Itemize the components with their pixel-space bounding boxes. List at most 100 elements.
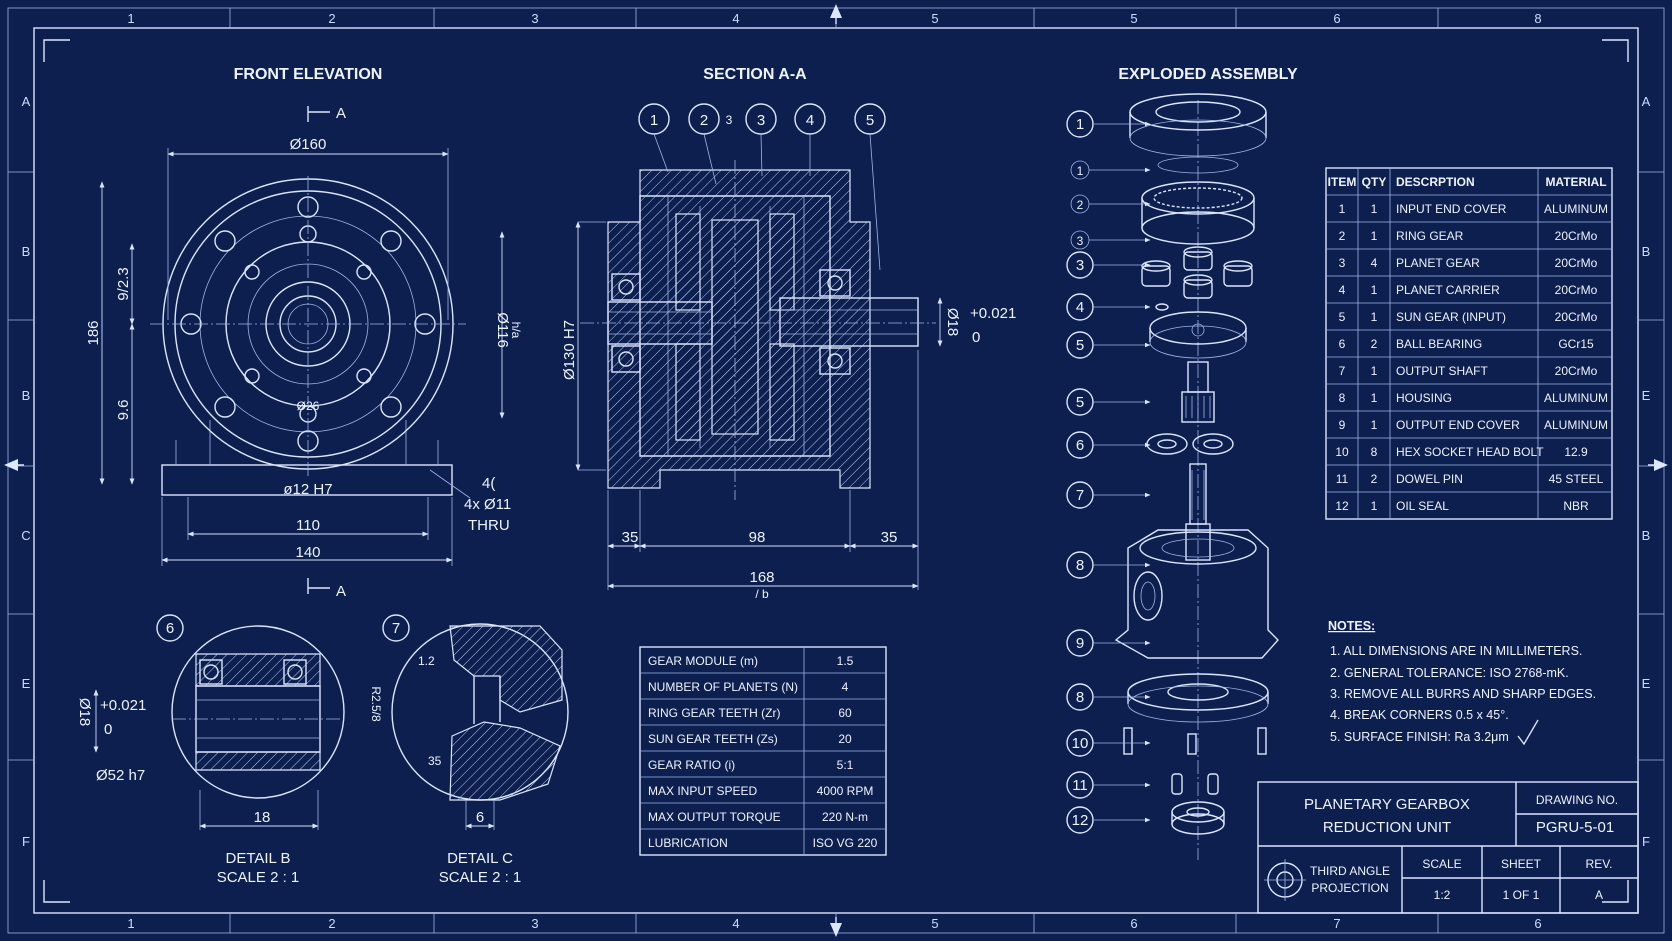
bom-cell: 8: [1371, 445, 1378, 459]
notes-block: NOTES: 1. ALL DIMENSIONS ARE IN MILLIMET…: [1328, 619, 1596, 746]
zone-left-2: B: [22, 244, 31, 259]
bom-cell: HOUSING: [1396, 391, 1452, 405]
dim-detail-c-depth: R2.5/8: [369, 686, 383, 722]
bom-cell: 20CrMo: [1555, 229, 1598, 243]
dim-section-shaft: Ø18: [944, 308, 961, 336]
bom-cell: 10: [1335, 445, 1349, 459]
bom-cell: HEX SOCKET HEAD BOLT: [1396, 445, 1544, 459]
spec-value: 4: [842, 680, 849, 694]
zone-bottom-8: 6: [1534, 916, 1541, 931]
projection-line-2: PROJECTION: [1311, 881, 1388, 895]
bom-header-2: DESCRPTION: [1396, 175, 1475, 189]
front-elevation-view: FRONT ELEVATION A A: [85, 66, 523, 600]
exploded-title: EXPLODED ASSEMBLY: [1118, 66, 1298, 83]
dim-front-holes-top: 4(: [482, 475, 495, 492]
zone-left-4: C: [21, 528, 30, 543]
section-marker-bottom: A: [307, 578, 346, 600]
spec-label: GEAR MODULE (m): [648, 654, 758, 668]
exploded-balloon-6: 4: [1076, 299, 1084, 316]
section-balloon-5: 5: [866, 112, 874, 129]
surface-finish-icon: [1517, 719, 1539, 746]
bom-cell: 1: [1371, 418, 1378, 432]
bom-cell: 3: [1339, 256, 1346, 270]
dim-detail-c-width: 6: [476, 809, 484, 826]
bom-header-0: ITEM: [1328, 175, 1357, 189]
detail-c-scale: SCALE 2 : 1: [439, 869, 522, 886]
zone-top-7: 6: [1333, 11, 1340, 26]
zone-right-5: E: [1642, 676, 1651, 691]
zone-top-2: 2: [328, 11, 335, 26]
section-title: SECTION A-A: [703, 66, 807, 83]
zone-top-1: 1: [127, 11, 134, 26]
front-elevation-title: FRONT ELEVATION: [234, 66, 383, 83]
bom-cell: 9: [1339, 418, 1346, 432]
zone-right-6: F: [1642, 834, 1650, 849]
bom-cell: 20CrMo: [1555, 364, 1598, 378]
bill-of-materials: ITEM QTY DESCRPTION MATERIAL 1 1 INPUT END COV…: [1325, 167, 1613, 520]
dim-front-top: Ø160: [290, 136, 327, 153]
dim-section-left: 35: [622, 529, 639, 546]
dim-section-overall: 168: [749, 569, 774, 586]
sheet-value: 1 OF 1: [1503, 888, 1540, 902]
dim-front-base-inner: 110: [296, 517, 320, 534]
section-balloon-3: 3: [757, 112, 765, 129]
exploded-balloon-13: 8: [1076, 689, 1084, 706]
bom-cell: ALUMINUM: [1544, 418, 1608, 432]
exploded-balloon-2: 1: [1077, 164, 1084, 178]
zone-bottom-4: 4: [732, 916, 739, 931]
drawing-no: PGRU-5-01: [1536, 819, 1614, 836]
bom-cell: DOWEL PIN: [1396, 472, 1463, 486]
bom-cell: PLANET GEAR: [1396, 256, 1480, 270]
bom-cell: INPUT END COVER: [1396, 202, 1507, 216]
dim-detail-c-mark: 35: [428, 754, 442, 768]
spec-value: 220 N-m: [822, 810, 868, 824]
dim-front-holes-thru: THRU: [468, 517, 510, 534]
bom-cell: OUTPUT SHAFT: [1396, 364, 1488, 378]
exploded-balloon-3: 2: [1077, 198, 1084, 212]
spec-label: MAX INPUT SPEED: [648, 784, 757, 798]
note-1: 1. ALL DIMENSIONS ARE IN MILLIMETERS.: [1330, 644, 1582, 658]
spec-value: 5:1: [837, 758, 854, 772]
bom-cell: 8: [1339, 391, 1346, 405]
exploded-assembly-view: EXPLODED ASSEMBLY: [1066, 66, 1298, 860]
zone-bottom-5: 5: [931, 916, 938, 931]
zone-top-6: 5: [1130, 11, 1137, 26]
section-balloon-2b: 3: [726, 113, 733, 127]
section-balloons: 1 2 3 3 4 5: [638, 103, 886, 271]
exploded-balloon-9: 6: [1076, 437, 1084, 454]
bom-cell: 4: [1339, 283, 1346, 297]
section-view: SECTION A-A 1 2 3 3 4 5: [561, 66, 1016, 601]
bom-cell: 12.9: [1564, 445, 1588, 459]
detail-b-scale: SCALE 2 : 1: [217, 869, 300, 886]
bom-cell: OUTPUT END COVER: [1396, 418, 1520, 432]
scale-label: SCALE: [1422, 857, 1461, 871]
zone-right-3: E: [1642, 388, 1651, 403]
bom-cell: 1: [1371, 499, 1378, 513]
dim-front-base-outer: 140: [295, 544, 320, 561]
spec-label: GEAR RATIO (i): [648, 758, 735, 772]
zone-top-5: 5: [931, 11, 938, 26]
dim-section-bore: Ø130 H7: [561, 320, 578, 380]
title-block: PLANETARY GEARBOX REDUCTION UNIT DRAWING…: [1257, 781, 1639, 914]
exploded-balloon-12: 9: [1076, 635, 1084, 652]
detail-c-view: 7 1.2 R2.5/8 35 6 DETAIL C SCALE 2 : 1: [369, 614, 569, 886]
zone-bottom-6: 6: [1130, 916, 1137, 931]
note-5: 5. SURFACE FINISH: Ra 3.2μm: [1330, 730, 1509, 744]
dim-front-inner-lower: 9.6: [115, 400, 132, 421]
bom-cell: 6: [1339, 337, 1346, 351]
exploded-balloon-16: 12: [1072, 812, 1089, 829]
bom-header-1: QTY: [1362, 175, 1387, 189]
scale-value: 1:2: [1434, 888, 1451, 902]
bom-cell: RING GEAR: [1396, 229, 1464, 243]
exploded-balloon-8: 5: [1076, 394, 1084, 411]
bom-header-3: MATERIAL: [1545, 175, 1606, 189]
note-2: 2. GENERAL TOLERANCE: ISO 2768-mK.: [1330, 666, 1569, 680]
zone-left-3: B: [22, 388, 31, 403]
bom-cell: 2: [1339, 229, 1346, 243]
drawing-border: [4, 4, 1668, 937]
title-line-2: REDUCTION UNIT: [1323, 819, 1451, 836]
zone-right-1: A: [1642, 94, 1651, 109]
zone-bottom-7: 7: [1333, 916, 1340, 931]
note-4: 4. BREAK CORNERS 0.5 x 45°.: [1330, 708, 1509, 722]
bom-cell: 20CrMo: [1555, 283, 1598, 297]
